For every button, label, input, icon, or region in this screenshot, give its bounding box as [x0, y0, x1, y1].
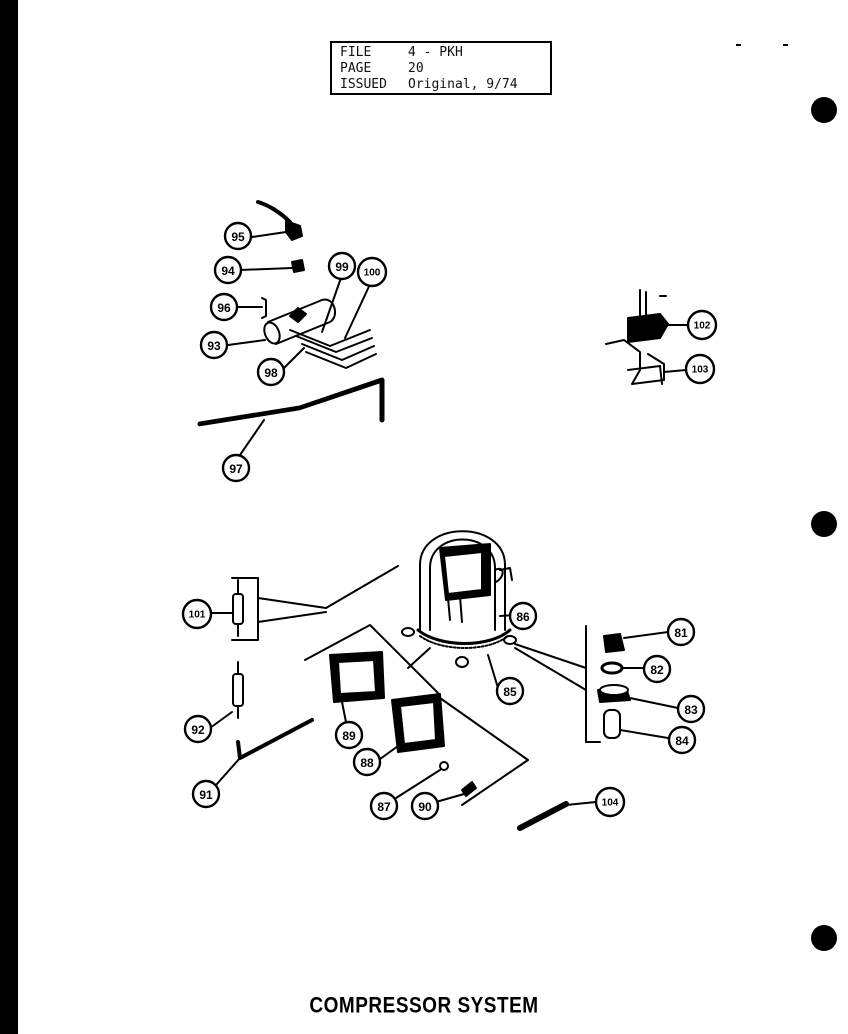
callout-104: 104 [594, 786, 626, 818]
part-97-rod [197, 377, 385, 456]
file-label: FILE [340, 45, 372, 60]
part-87-washer [395, 761, 449, 799]
svg-text:84: 84 [675, 734, 689, 748]
part-102-103-relay-assembly [605, 289, 689, 385]
part-104-rod [517, 801, 597, 831]
svg-text:88: 88 [360, 756, 374, 770]
svg-text:95: 95 [231, 230, 245, 244]
svg-text:99: 99 [335, 260, 349, 274]
svg-text:87: 87 [377, 800, 391, 814]
issued-row: ISSUED Original, 9/74 [340, 77, 542, 93]
callout-100: 100 [356, 256, 388, 288]
callout-92: 92 [183, 714, 213, 744]
svg-text:86: 86 [516, 610, 530, 624]
part-96-bracket [235, 297, 307, 323]
issued-value: Original, 9/74 [408, 77, 518, 92]
callout-84: 84 [667, 725, 697, 755]
svg-text:101: 101 [189, 610, 206, 621]
file-value: 4 - PKH [408, 45, 463, 60]
svg-text:93: 93 [207, 339, 221, 353]
binder-strip [0, 0, 18, 1034]
issued-label: ISSUED [340, 77, 387, 92]
callout-98: 98 [256, 357, 286, 387]
part-89-gasket [329, 651, 385, 723]
callout-97: 97 [221, 453, 251, 483]
svg-text:103: 103 [692, 365, 709, 376]
page-label: PAGE [340, 61, 372, 76]
page-row: PAGE 20 [340, 61, 542, 77]
file-row: FILE 4 - PKH [340, 45, 542, 61]
svg-text:91: 91 [199, 788, 213, 802]
callout-88: 88 [352, 747, 382, 777]
callout-103: 103 [684, 353, 716, 385]
svg-text:96: 96 [217, 301, 231, 315]
callout-86-compressor: 86 [508, 601, 538, 631]
callout-87: 87 [369, 791, 399, 821]
part-86-compressor-shell [401, 530, 517, 668]
callout-94: 94 [213, 255, 243, 285]
callout-99: 99 [327, 251, 357, 281]
part-90-screw [435, 781, 477, 803]
diagram-title: COMPRESSOR SYSTEM [309, 994, 539, 1019]
callout-102: 102 [686, 309, 718, 341]
svg-text:90: 90 [418, 800, 432, 814]
svg-text:81: 81 [674, 626, 688, 640]
callout-83: 83 [676, 694, 706, 724]
callout-93: 93 [199, 330, 229, 360]
svg-text:82: 82 [650, 663, 664, 677]
callout-81: 81 [666, 617, 696, 647]
callout-90: 90 [410, 791, 440, 821]
svg-text:98: 98 [264, 366, 278, 380]
svg-text:100: 100 [364, 268, 381, 279]
file-info-box: FILE 4 - PKH PAGE 20 ISSUED Original, 9/… [330, 41, 552, 95]
part-95-terminal-lead [251, 200, 303, 241]
svg-text:85: 85 [503, 685, 517, 699]
punch-hole-bottom [811, 925, 837, 951]
callout-85: 85 [495, 676, 525, 706]
callout-101: 101 [181, 598, 213, 630]
svg-text:92: 92 [191, 723, 205, 737]
part-93-drier [227, 298, 337, 346]
part-91-tube [215, 718, 314, 786]
callout-89: 89 [334, 720, 364, 750]
callout-96: 96 [209, 292, 239, 322]
part-88-terminal-cover [375, 693, 445, 763]
part-94-clip [239, 259, 305, 273]
callout-82-washer: 82 [642, 654, 672, 684]
svg-text:94: 94 [221, 264, 235, 278]
callout-95: 95 [223, 221, 253, 251]
page-value: 20 [408, 61, 424, 76]
callout-91: 91 [191, 779, 221, 809]
part-98-99-100-tubing [283, 274, 377, 369]
punch-hole-top [811, 97, 837, 123]
punch-hole-middle [811, 511, 837, 537]
part-92-component [209, 661, 244, 729]
svg-text:97: 97 [229, 462, 243, 476]
part-81-84-mounting-hardware [514, 625, 679, 743]
scan-mark [736, 44, 741, 46]
part-101-component-box [209, 565, 399, 641]
svg-text:102: 102 [694, 321, 711, 332]
svg-text:104: 104 [602, 798, 619, 809]
svg-text:89: 89 [342, 729, 356, 743]
svg-text:83: 83 [684, 703, 698, 717]
scan-mark [783, 44, 788, 46]
